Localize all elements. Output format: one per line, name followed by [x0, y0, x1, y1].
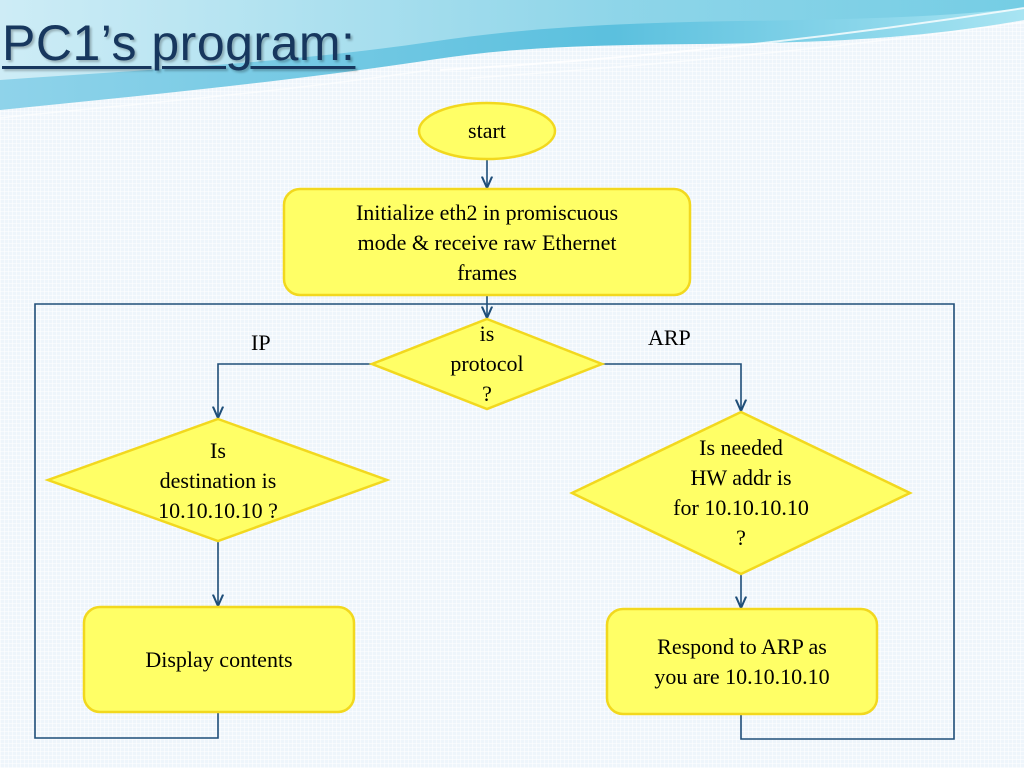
ip-check-node-shape — [44, 417, 391, 543]
display-node-label: Display contents — [145, 646, 293, 672]
ip-check-line-1: Is — [210, 438, 226, 463]
protocol-check-label: is protocol ? — [427, 318, 547, 410]
arp-check-line-4: ? — [736, 525, 746, 550]
edge-label-arp: ARP — [648, 325, 691, 350]
arp-check-line-3: for 10.10.10.10 — [673, 495, 809, 520]
loop-back-edge-display — [34, 303, 487, 739]
edge-protocol-to-ip-check — [218, 363, 372, 418]
protocol-check-line-2: protocol — [450, 351, 524, 376]
slide-title: PC1’s program: — [2, 15, 356, 71]
display-node-shape — [82, 605, 356, 714]
init-node-line-1: Initialize eth2 in promiscuous — [355, 200, 619, 225]
respond-node-line-2: you are 10.10.10.10 — [654, 664, 830, 689]
respond-node-line-1: Respond to ARP as — [657, 634, 827, 659]
init-node-line-3: frames — [457, 260, 517, 285]
respond-node-label: Respond to ARP as you are 10.10.10.10 — [607, 631, 877, 693]
start-node-shape — [417, 101, 557, 161]
init-node-line-2: mode & receive raw Ethernet — [357, 230, 617, 255]
protocol-check-line-1: is — [479, 321, 495, 346]
arp-check-line-1: Is needed — [699, 435, 783, 460]
start-node-label: start — [468, 118, 506, 143]
ip-check-line-2: destination is — [159, 468, 277, 493]
header-wave-decoration — [0, 0, 1024, 119]
edge-protocol-to-arp-check — [602, 363, 741, 411]
protocol-check-line-3: ? — [482, 381, 492, 406]
init-node-shape — [282, 187, 692, 297]
arp-check-label: Is needed HW addr is for 10.10.10.10 ? — [651, 432, 831, 554]
ip-check-label: Is destination is 10.10.10.10 ? — [128, 435, 308, 527]
edge-label-ip: IP — [251, 330, 271, 355]
respond-node-shape — [605, 607, 879, 716]
protocol-check-node-shape — [368, 317, 606, 411]
ip-check-line-3: 10.10.10.10 ? — [158, 498, 278, 523]
loop-back-edge-respond — [487, 303, 955, 740]
init-node-label: Initialize eth2 in promiscuous mode & re… — [284, 197, 690, 289]
arp-check-line-2: HW addr is — [690, 465, 792, 490]
arp-check-node-shape — [569, 410, 913, 576]
